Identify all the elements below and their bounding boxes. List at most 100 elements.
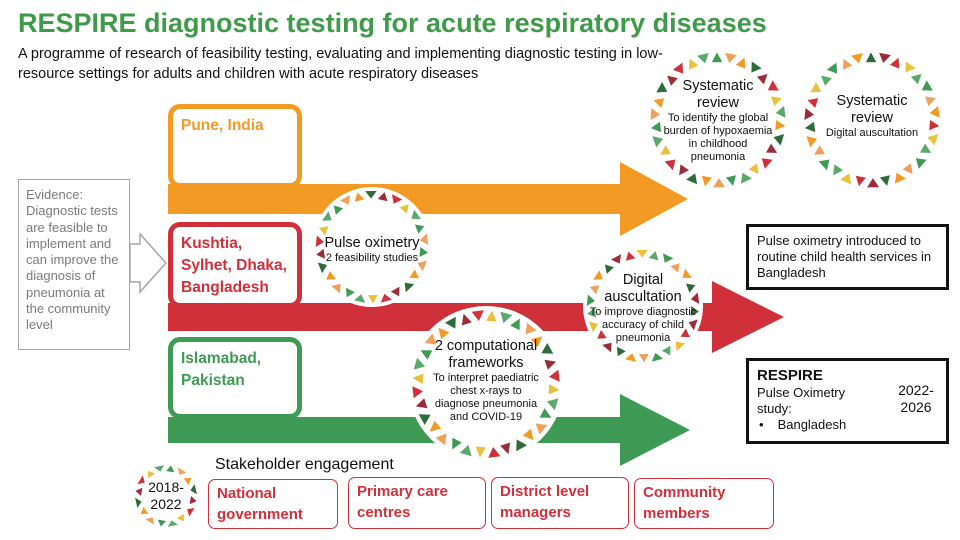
sr-ausc-ring-segment: [902, 163, 913, 174]
sr-hypox-title-2: review: [697, 95, 739, 111]
respire-heading: RESPIRE: [757, 367, 823, 384]
outcome-respire-box: RESPIRE Pulse Oximetry study: • Banglade…: [746, 358, 949, 444]
sr-hypox-ring-segment: [650, 121, 662, 133]
pulse-ox-ring-segment: [354, 294, 366, 303]
pulse-ox-ring-segment: [419, 233, 429, 245]
sr-ausc-circle: [800, 48, 944, 192]
comp-sub-4: and COVID-19: [449, 411, 523, 423]
sr-hypox-ring-segment: [725, 52, 737, 63]
pulse-ox-ring-segment: [365, 190, 377, 199]
respire-line-1: Pulse Oximetry: [757, 385, 846, 400]
sr-ausc-ring-segment: [810, 82, 822, 93]
digital-ausc-ring-segment: [648, 251, 659, 261]
respire-year-1: 2022-: [898, 382, 934, 398]
pulse-ox-ring-segment: [367, 295, 378, 304]
comp-sub-2: chest x-rays to: [450, 385, 522, 397]
comp-ring-segment: [475, 446, 486, 458]
sr-ausc-ring-segment: [855, 175, 866, 187]
sr-ausc-ring-segment: [879, 175, 890, 186]
sr-hypox-ring-segment: [740, 172, 752, 184]
comp-ring-segment: [420, 350, 433, 360]
pulse-ox-ring-segment: [399, 204, 409, 214]
sr-ausc-ring-segment: [818, 159, 830, 171]
sr-hypox-ring-segment: [775, 105, 786, 118]
sr-hypox-ring-segment: [667, 75, 678, 86]
comp-sub-3: diagnose pneumonia: [434, 398, 538, 410]
sr-ausc-ring-segment: [843, 58, 853, 70]
stakeholder-year-ring-segment: [137, 475, 145, 485]
sr-hypox-ring-segment: [773, 134, 785, 146]
site-bd-line-2: Sylhet, Dhaka,: [181, 257, 287, 274]
comp-ring-segment: [548, 384, 560, 395]
sr-hypox-ring-segment: [664, 159, 676, 171]
site-pk-line-2: Pakistan: [181, 372, 245, 389]
pulse-ox-ring-segment: [333, 205, 344, 215]
sr-ausc-ring-segment: [833, 164, 843, 176]
sr-hypox-ring-segment: [672, 62, 684, 74]
sr-hypox-ring-segment: [686, 173, 698, 185]
comp-title-1: 2 computational: [434, 338, 538, 354]
digital-ausc-ring-segment: [685, 283, 696, 293]
sr-hypox-ring-segment: [771, 96, 782, 107]
pulse-ox-ring-segment: [377, 192, 388, 202]
sr-ausc-ring: [804, 52, 940, 188]
comp-ring-segment: [539, 408, 552, 418]
respire-line-2: study:: [757, 401, 792, 416]
sr-hypox-ring-segment: [689, 58, 699, 70]
pulse-ox-ring-segment: [354, 192, 365, 202]
digital-ausc-ring-segment: [651, 352, 663, 362]
comp-ring-segment: [546, 398, 559, 411]
sr-ausc-ring-segment: [920, 143, 932, 153]
sr-hypox-ring-segment: [748, 163, 759, 174]
stakeholder-year-ring-segment: [176, 513, 184, 522]
comp-ring-segment: [500, 311, 513, 324]
digital-ausc-ring-segment: [611, 254, 622, 264]
sr-hypox-sub-3: in childhood: [688, 138, 748, 150]
digital-ausc-title-2: auscultation: [604, 289, 682, 305]
stakeholder-4-line-2: members: [643, 505, 710, 522]
stakeholder-primary-care: Primary care centres: [348, 477, 486, 529]
stakeholder-year-ring-segment: [154, 465, 165, 472]
sr-ausc-ring-segment: [889, 57, 900, 69]
sr-hypox-ring: [650, 52, 786, 188]
stakeholder-label: Stakeholder engagement: [215, 456, 394, 473]
stakeholder-year-ring-segment: [145, 517, 155, 525]
sr-ausc-ring-segment: [910, 74, 922, 85]
digital-ausc-ring-segment: [661, 345, 671, 356]
stakeholder-year-ring-segment: [177, 467, 187, 475]
stakeholder-year-ring: [135, 465, 197, 527]
respire-bullet-text: Bangladesh: [777, 417, 847, 432]
digital-ausc-ring-segment: [588, 321, 599, 333]
comp-ring-segment: [438, 327, 450, 340]
sr-ausc-ring-segment: [867, 178, 880, 188]
stakeholder-year-ring-segment: [166, 465, 175, 473]
stakeholder-year-ring-segment: [183, 478, 192, 486]
stakeholder-district-managers: District level managers: [491, 477, 629, 529]
comp-ring-segment: [418, 414, 431, 425]
pulse-ox-ring-segment: [419, 247, 428, 257]
sr-hypox-ring-segment: [660, 145, 671, 155]
stakeholder-year-ring-segment: [167, 520, 178, 527]
sr-hypox-title-1: Systematic: [682, 78, 754, 94]
stakeholder-1-line-1: National: [217, 485, 277, 502]
pulse-ox-ring-segment: [319, 226, 329, 236]
site-pakistan: Islamabad, Pakistan: [168, 337, 302, 419]
page-title: RESPIRE diagnostic testing for acute res…: [18, 8, 767, 38]
sr-ausc-ring-segment: [807, 98, 819, 108]
stakeholder-2-line-1: Primary care: [357, 483, 448, 500]
sr-hypox-ring-segment: [653, 98, 665, 108]
digital-ausc-ring-segment: [593, 270, 603, 280]
sr-ausc-sub-1: Digital auscultation: [825, 127, 919, 139]
stakeholder-year-ring-segment: [157, 519, 166, 527]
digital-ausc-circle: [583, 246, 703, 366]
comp-ring-segment: [461, 313, 472, 326]
stakeholder-year-1: 2018-: [148, 479, 184, 495]
stakeholder-year-ring-segment: [140, 506, 149, 514]
comp-ring-segment: [541, 343, 554, 354]
stakeholder-years: 2018- 2022: [136, 479, 196, 513]
sr-hypox-ring-segment: [713, 178, 726, 188]
site-pune-line: Pune, India: [181, 117, 264, 134]
digital-ausc-ring-segment: [625, 251, 636, 261]
stakeholder-2-line-2: centres: [357, 504, 411, 521]
comp-ring-segment: [459, 444, 472, 457]
